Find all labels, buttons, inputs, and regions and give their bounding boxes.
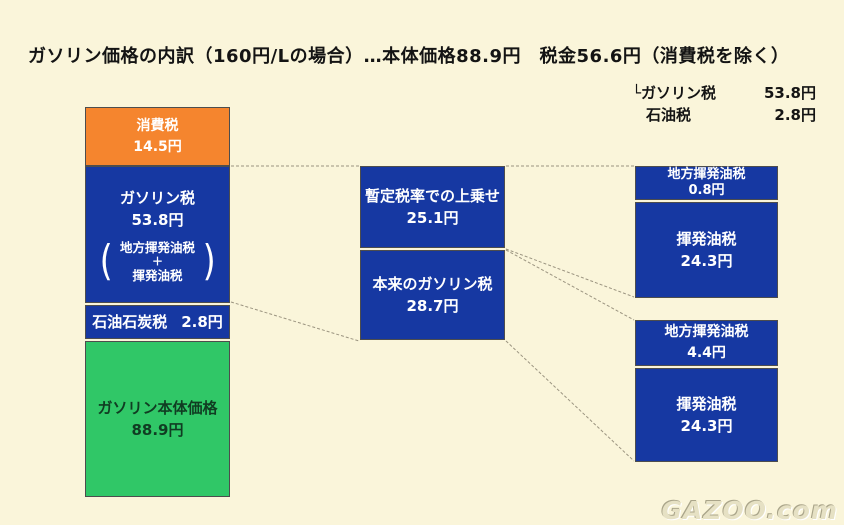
bar-segment-base-price: ガソリン本体価格 88.9円 — [85, 341, 230, 497]
composition-lines: 地方揮発油税 ＋ 揮発油税 — [120, 240, 195, 283]
segment-label: ガソリン本体価格 — [97, 399, 218, 417]
box-original-gasoline-tax: 本来のガソリン税 28.7円 — [360, 250, 505, 340]
segment-value: 88.9円 — [131, 421, 184, 439]
legend-value: 53.8円 — [763, 84, 816, 102]
segment-value: 24.3円 — [680, 417, 733, 435]
gazoo-watermark: GAZOO.com — [661, 496, 838, 525]
connector-line — [505, 248, 635, 298]
segment-value: 0.8円 — [688, 183, 725, 198]
box-original-local-volatile-oil-tax: 地方揮発油税 4.4円 — [635, 320, 778, 366]
bar-segment-consumption-tax: 消費税 14.5円 — [85, 107, 230, 166]
segment-label: 本来のガソリン税 — [372, 275, 493, 293]
segment-value: 28.7円 — [406, 297, 459, 315]
page-title: ガソリン価格の内訳（160円/Lの場合）…本体価格88.9円 税金56.6円（消… — [28, 46, 790, 67]
composition-line: 揮発油税 — [132, 267, 183, 283]
segment-label: 消費税 — [136, 117, 179, 134]
composition-line: 地方揮発油税 — [119, 239, 195, 255]
box-original-volatile-oil-tax: 揮発油税 24.3円 — [635, 368, 778, 462]
segment-label: 揮発油税 — [676, 395, 737, 413]
open-paren: ( — [99, 236, 113, 285]
segment-value: 25.1円 — [406, 209, 459, 227]
segment-value: 24.3円 — [680, 252, 733, 270]
bar-segment-gasoline-tax: ガソリン税 53.8円 ( 地方揮発油税 ＋ 揮発油税 ) — [85, 166, 230, 303]
legend-label: └ガソリン税 — [632, 84, 717, 102]
legend-row-petroleum-tax: 石油税 2.8円 — [632, 104, 816, 126]
segment-value: 4.4円 — [687, 345, 726, 361]
segment-label: 暫定税率での上乗せ — [364, 187, 500, 205]
segment-value: 53.8円 — [131, 210, 184, 229]
segment-label: 地方揮発油税 — [667, 167, 746, 182]
segment-label: 石油石炭税 — [92, 313, 168, 331]
bar-segment-petroleum-coal-tax: 石油石炭税 2.8円 — [85, 305, 230, 339]
segment-label: 揮発油税 — [676, 230, 737, 248]
segment-value: 14.5円 — [133, 138, 182, 155]
gasoline-tax-composition: ( 地方揮発油税 ＋ 揮発油税 ) — [98, 240, 218, 283]
legend-value: 2.8円 — [774, 106, 816, 124]
tax-breakdown-legend: └ガソリン税 53.8円 石油税 2.8円 — [632, 82, 816, 126]
segment-label: 地方揮発油税 — [664, 324, 749, 340]
connector-line — [505, 340, 635, 462]
legend-row-gasoline-tax: └ガソリン税 53.8円 — [632, 82, 816, 104]
segment-label: ガソリン税 — [119, 188, 195, 207]
connector-line — [230, 301, 360, 342]
box-provisional-local-volatile-oil-tax: 地方揮発油税 0.8円 — [635, 166, 778, 200]
plus-sign: ＋ — [151, 254, 163, 268]
box-provisional-tax-surcharge: 暫定税率での上乗せ 25.1円 — [360, 166, 505, 248]
legend-label: 石油税 — [646, 106, 692, 124]
connector-line — [505, 249, 635, 321]
close-paren: ) — [202, 236, 216, 285]
segment-value: 2.8円 — [181, 313, 223, 331]
box-provisional-volatile-oil-tax: 揮発油税 24.3円 — [635, 202, 778, 298]
